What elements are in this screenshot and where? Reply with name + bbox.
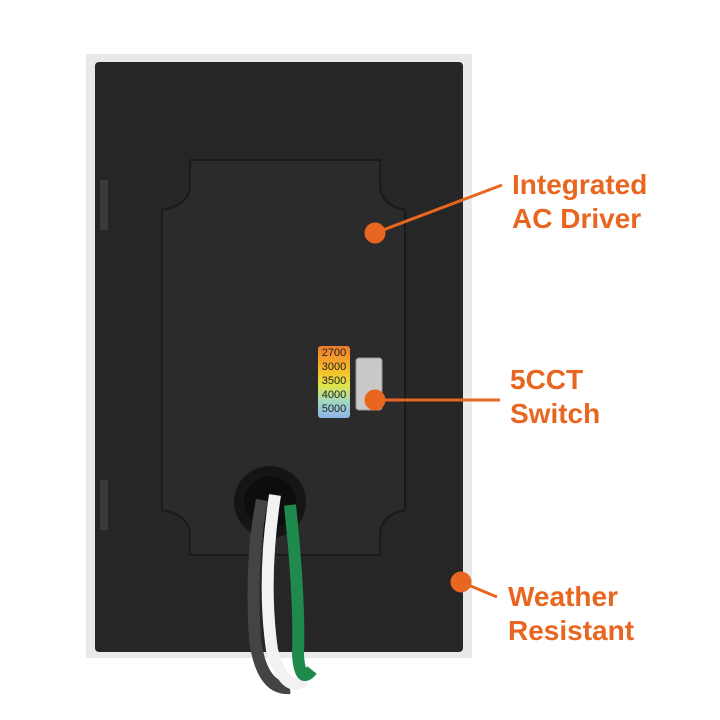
callout-text: 5CCT xyxy=(510,364,584,395)
callout-line-driver xyxy=(374,183,503,235)
cct-option: 3000 xyxy=(321,361,347,373)
clip-bottom xyxy=(100,480,108,530)
driver-housing xyxy=(161,159,406,556)
callout-text: AC Driver xyxy=(512,203,642,234)
callout-dot-driver xyxy=(364,222,386,244)
cct-label: 2700 3000 3500 4000 5000 xyxy=(318,346,350,418)
callout-text: Switch xyxy=(510,398,601,429)
callout-dot-switch xyxy=(364,389,386,411)
clip-top xyxy=(100,180,108,230)
wire-white xyxy=(261,494,309,690)
callout-dot-weather xyxy=(450,571,472,593)
cct-option: 3500 xyxy=(321,375,347,387)
callout-weather: Weather Resistant xyxy=(508,580,634,648)
cct-option: 2700 xyxy=(321,347,347,359)
callout-text: Resistant xyxy=(508,615,635,646)
callout-driver: Integrated AC Driver xyxy=(512,168,647,236)
wire-black xyxy=(247,498,291,695)
callout-text: Weather xyxy=(508,581,618,612)
callout-switch: 5CCT Switch xyxy=(510,363,600,431)
callout-text: Integrated xyxy=(512,169,648,200)
cct-option: 4000 xyxy=(321,389,347,401)
wire-green xyxy=(284,504,317,681)
cct-option: 5000 xyxy=(321,403,347,415)
